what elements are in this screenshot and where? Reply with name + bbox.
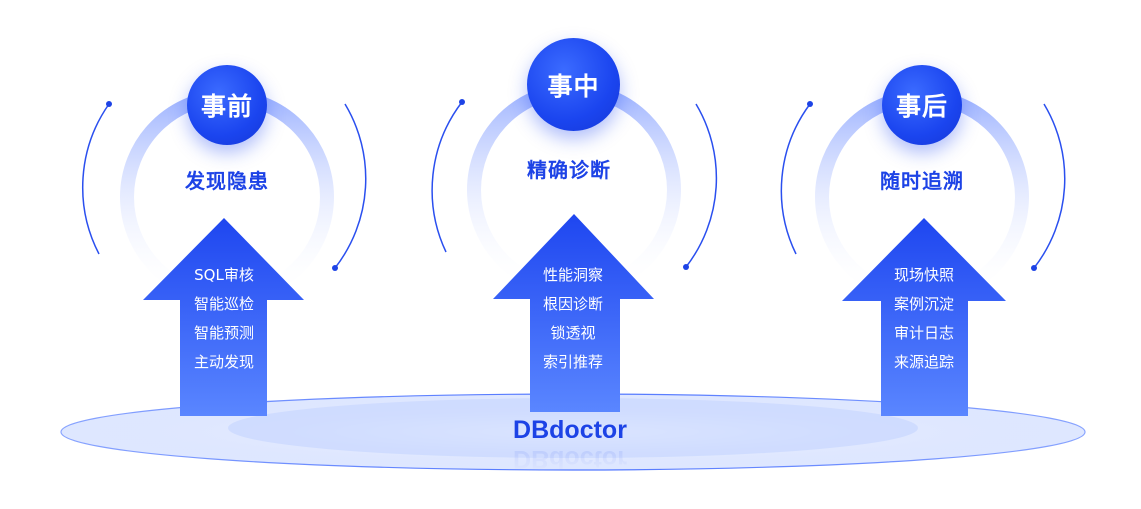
right-arc <box>1033 103 1066 269</box>
feature-item: 智能巡检 <box>193 295 254 313</box>
right-arc-dot <box>332 265 338 271</box>
phase-during: 事中 精确诊断 性能洞察 根因诊断 锁透视 索引推荐 <box>424 0 724 509</box>
feature-item: SQL审核 <box>194 266 254 284</box>
right-arc-dot <box>683 264 689 270</box>
feature-item: 根因诊断 <box>542 295 603 313</box>
left-arc-dot <box>807 101 813 107</box>
phase-badge: 事后 <box>882 65 962 145</box>
feature-list: SQL审核 智能巡检 智能预测 主动发现 <box>159 261 289 377</box>
up-arrow <box>143 218 304 416</box>
phase-subtitle: 精确诊断 <box>527 158 611 182</box>
feature-item: 案例沉淀 <box>893 295 954 313</box>
brand-name: DBdoctor <box>513 416 627 444</box>
feature-item: 来源追踪 <box>893 353 954 371</box>
phase-subtitle: 发现隐患 <box>185 169 269 193</box>
left-arc <box>431 101 463 253</box>
phase-subtitle: 随时追溯 <box>880 169 964 193</box>
feature-item: 锁透视 <box>550 324 596 342</box>
feature-list: 现场快照 案例沉淀 审计日志 来源追踪 <box>859 261 989 377</box>
up-arrow <box>493 214 654 412</box>
left-arc-dot <box>459 99 465 105</box>
right-arc <box>334 103 367 269</box>
left-arc <box>780 103 811 255</box>
left-arc-dot <box>106 101 112 107</box>
right-arc <box>685 103 718 268</box>
phase-before: 事前 发现隐患 SQL审核 智能巡检 智能预测 主动发现 <box>77 0 377 509</box>
feature-item: 性能洞察 <box>542 266 603 284</box>
phase-badge: 事前 <box>187 65 267 145</box>
phase-badge: 事中 <box>527 38 620 131</box>
up-arrow <box>842 218 1006 416</box>
phase-after: 事后 随时追溯 现场快照 案例沉淀 审计日志 来源追踪 <box>772 0 1072 509</box>
left-arc <box>81 103 110 255</box>
feature-item: 现场快照 <box>893 266 954 284</box>
feature-list: 性能洞察 根因诊断 锁透视 索引推荐 <box>508 261 638 377</box>
feature-item: 智能预测 <box>193 324 254 342</box>
feature-item: 审计日志 <box>893 324 954 342</box>
right-arc-dot <box>1031 265 1037 271</box>
brand-name-reflection: DBdoctor <box>513 445 627 473</box>
feature-item: 索引推荐 <box>542 353 603 371</box>
feature-item: 主动发现 <box>193 353 254 371</box>
platform-inner-glow <box>228 398 918 458</box>
